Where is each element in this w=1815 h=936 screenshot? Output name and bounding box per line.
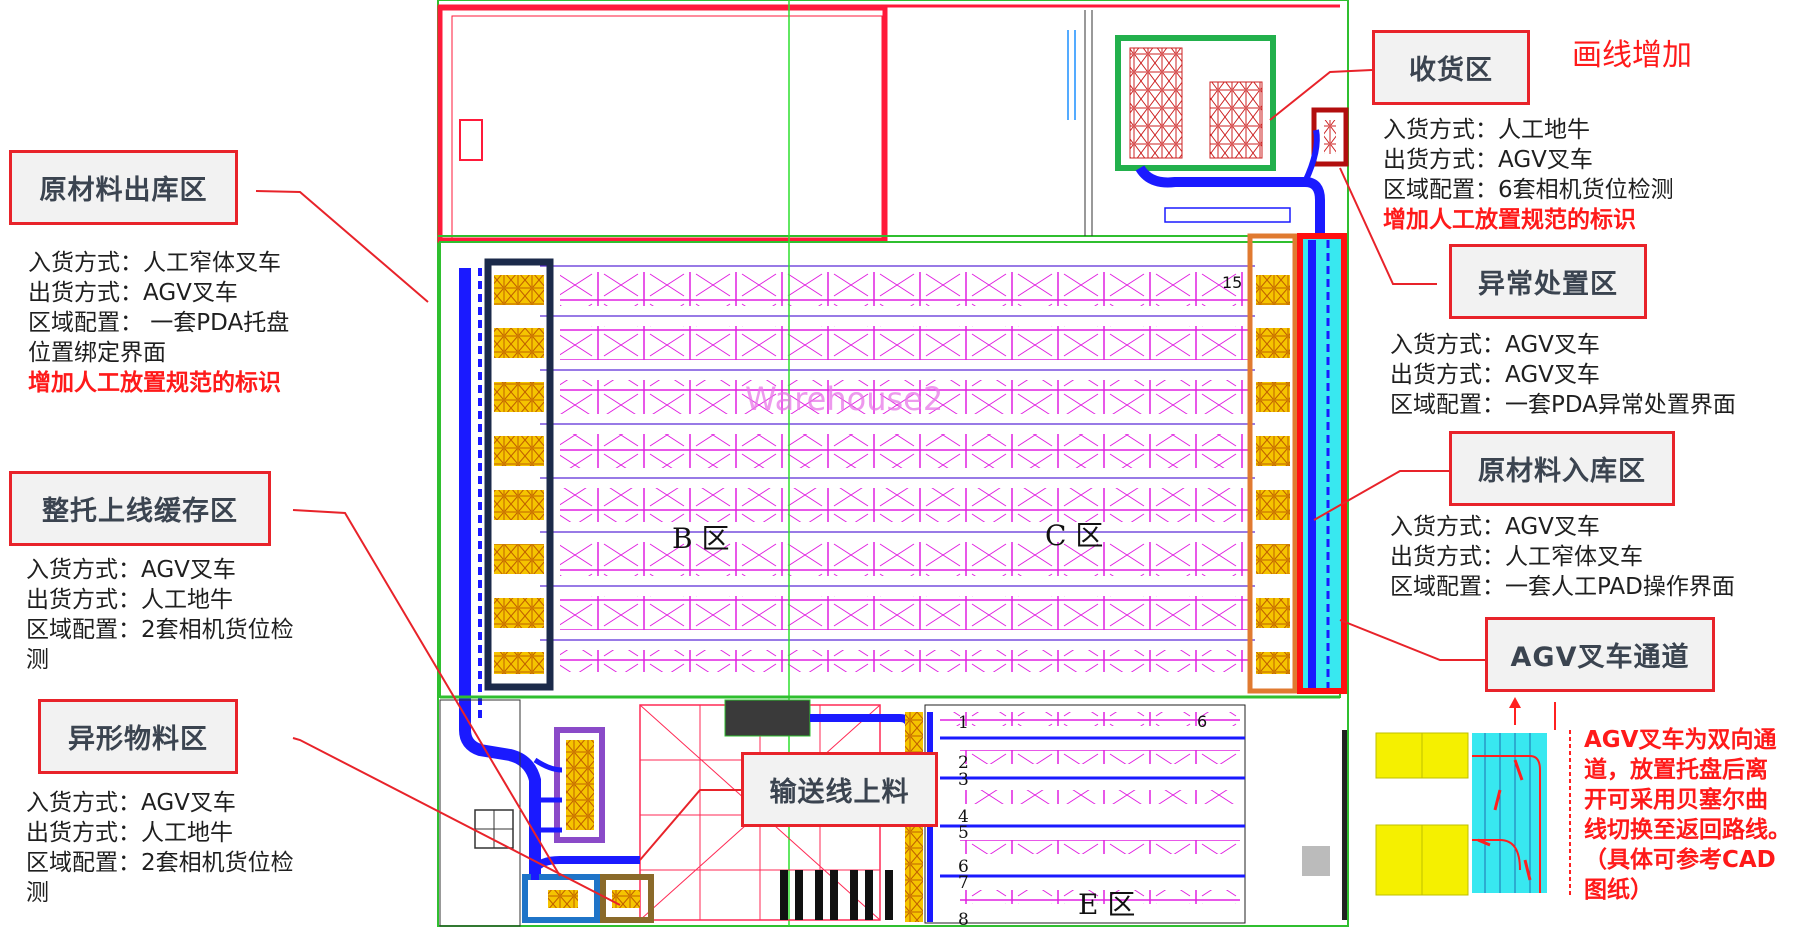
label-agv-aisle-text: AGV叉车通道 [1510,642,1690,673]
label-raw-material-inbound-text: 原材料入库区 [1478,456,1646,487]
info-config: 区域配置：2套相机货位检 [26,850,294,876]
label-raw-material-inbound: 原材料入库区 [1449,431,1675,506]
info-outbound: 出货方式：人工地牛 [26,820,233,846]
agv-note-line: 道，放置托盘后离 [1584,757,1768,783]
zone-e-label: E 区 [1078,888,1135,921]
row-number-7: 7 [958,873,969,893]
info-config: 区域配置： 一套PDA托盘 [28,310,290,336]
zone-b-label: B 区 [672,522,729,555]
row-number-2: 2 [958,753,969,773]
info-raw-material-outbound: 入货方式：人工窄体叉车 出货方式：AGV叉车 区域配置： 一套PDA托盘 位置绑… [28,248,289,398]
label-pallet-buffer-text: 整托上线缓存区 [42,496,238,527]
info-inbound: 入货方式：AGV叉车 [26,557,236,583]
label-receiving: 收货区 [1372,30,1530,105]
info-pallet-buffer: 入货方式：AGV叉车 出货方式：人工地牛 区域配置：2套相机货位检 测 [26,555,294,675]
label-conveyor: 输送线上料 [741,752,938,827]
top-note: 画线增加 [1572,38,1692,73]
label-exception-text: 异常处置区 [1478,269,1618,300]
row-number-6: 6 [958,857,969,877]
rack-number-6: 6 [1197,712,1207,731]
info-note: 增加人工放置规范的标识 [28,370,281,396]
zone-c-label: C 区 [1045,519,1103,552]
agv-note-line: 线切换至返回路线。 [1584,817,1791,843]
info-outbound: 出货方式：AGV叉车 [1390,362,1600,388]
info-receiving: 入货方式：人工地牛 出货方式：AGV叉车 区域配置：6套相机货位检测 增加人工放… [1383,115,1674,235]
rack-number-15: 15 [1222,273,1242,292]
info-config-continued: 测 [26,647,49,673]
label-raw-material-outbound-text: 原材料出库区 [39,175,208,206]
watermark-text: Warehouse2 [745,380,943,418]
info-outbound: 出货方式：人工地牛 [26,587,233,613]
info-inbound: 入货方式：AGV叉车 [26,790,236,816]
info-odd-material: 入货方式：AGV叉车 出货方式：人工地牛 区域配置：2套相机货位检 测 [26,788,294,908]
label-odd-material-text: 异形物料区 [68,724,208,755]
info-exception: 入货方式：AGV叉车 出货方式：AGV叉车 区域配置：一套PDA异常处置界面 [1390,330,1736,420]
info-config: 区域配置：6套相机货位检测 [1383,177,1674,203]
row-number-8: 8 [958,910,969,930]
row-number-1: 1 [958,713,969,733]
label-odd-material: 异形物料区 [38,699,238,774]
info-raw-material-inbound: 入货方式：AGV叉车 出货方式：人工窄体叉车 区域配置：一套人工PAD操作界面 [1390,512,1735,602]
info-config-continued: 位置绑定界面 [28,340,166,366]
label-agv-aisle: AGV叉车通道 [1485,617,1715,692]
label-pallet-buffer: 整托上线缓存区 [9,471,271,546]
info-inbound: 入货方式：人工地牛 [1383,117,1590,143]
label-raw-material-outbound: 原材料出库区 [9,150,238,225]
row-number-4: 4 [958,807,969,827]
label-receiving-text: 收货区 [1409,55,1493,86]
agv-note-line: 开可采用贝塞尔曲 [1584,787,1768,813]
label-conveyor-text: 输送线上料 [769,777,910,808]
agv-note-line: （具体可参考CAD [1584,847,1776,873]
info-config: 区域配置：一套PDA异常处置界面 [1390,392,1736,418]
info-config: 区域配置：2套相机货位检 [26,617,294,643]
row-number-3: 3 [958,770,969,790]
row-number-5: 5 [958,823,969,843]
info-inbound: 入货方式：人工窄体叉车 [28,250,281,276]
info-config-continued: 测 [26,880,49,906]
agv-note-line: AGV叉车为双向通 [1584,727,1777,753]
info-outbound: 出货方式：人工窄体叉车 [1390,544,1643,570]
info-note: 增加人工放置规范的标识 [1383,207,1636,233]
info-config: 区域配置：一套人工PAD操作界面 [1390,574,1735,600]
info-outbound: 出货方式：AGV叉车 [1383,147,1593,173]
agv-bidirectional-note: AGV叉车为双向通 道，放置托盘后离 开可采用贝塞尔曲 线切换至返回路线。 （具… [1584,725,1804,905]
info-outbound: 出货方式：AGV叉车 [28,280,238,306]
agv-note-line: 图纸） [1584,877,1653,903]
info-inbound: 入货方式：AGV叉车 [1390,514,1600,540]
info-inbound: 入货方式：AGV叉车 [1390,332,1600,358]
label-exception: 异常处置区 [1449,244,1647,319]
